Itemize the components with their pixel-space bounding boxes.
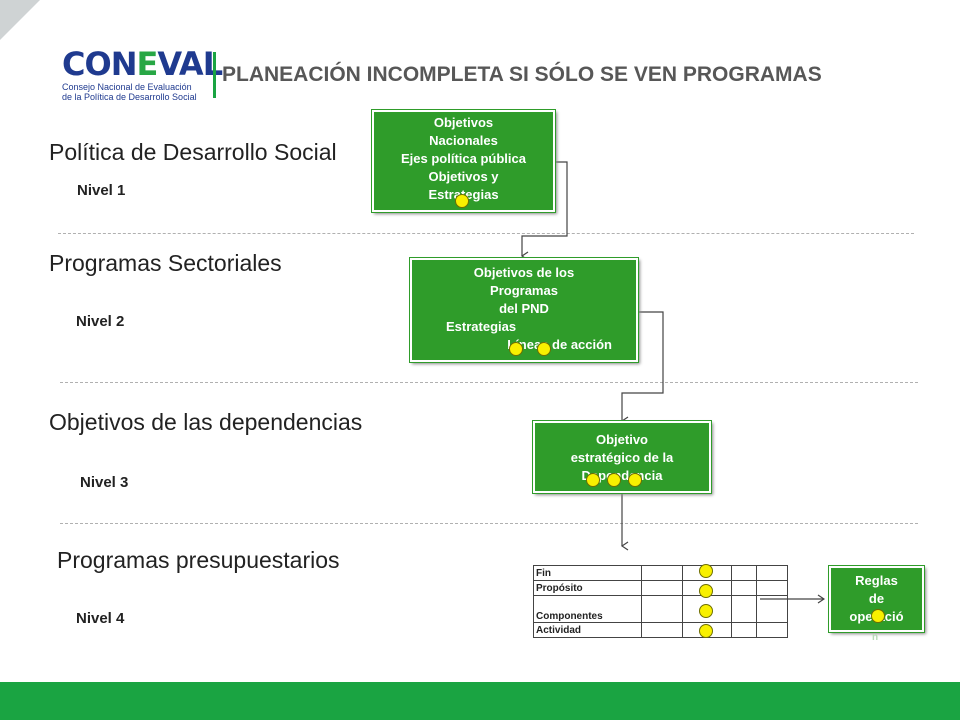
- connector-1-2: [522, 161, 568, 256]
- mir-table: Fin Propósito Componentes Actividad: [533, 565, 788, 638]
- footer-bar: [0, 682, 960, 720]
- slide-title: PLANEACIÓN INCOMPLETA SI SÓLO SE VEN PRO…: [222, 63, 822, 86]
- row-label: Fin: [533, 565, 642, 581]
- divider-1: [58, 233, 914, 234]
- row-label: Actividad: [533, 622, 642, 638]
- box-objetivos-programas: Objetivos de los Programas del PND Estra…: [409, 257, 639, 363]
- row-label: Componentes: [533, 595, 642, 623]
- nivel-2-label: Nivel 2: [76, 313, 125, 330]
- nivel-1-label: Nivel 1: [77, 182, 126, 199]
- marker-dot: [607, 473, 621, 487]
- section-politica: Política de Desarrollo Social: [49, 139, 337, 165]
- title-divider: [213, 52, 216, 98]
- nivel-4-label: Nivel 4: [76, 610, 125, 627]
- marker-dot: [871, 609, 885, 623]
- table-row: Fin: [533, 565, 788, 581]
- table-row: Propósito: [533, 580, 788, 596]
- marker-dot: [628, 473, 642, 487]
- logo-subtitle: Consejo Nacional de Evaluación de la Pol…: [62, 82, 197, 102]
- marker-dot: [699, 624, 713, 638]
- marker-dot: [455, 194, 469, 208]
- section-presupuestarios: Programas presupuestarios: [57, 547, 340, 573]
- marker-dot: [586, 473, 600, 487]
- table-row: Actividad: [533, 622, 788, 638]
- table-row: Componentes: [533, 595, 788, 623]
- marker-dot: [699, 604, 713, 618]
- marker-dot: [537, 342, 551, 356]
- divider-3: [60, 523, 918, 524]
- logo: CONEVAL: [62, 45, 223, 83]
- row-label: Propósito: [533, 580, 642, 596]
- divider-2: [60, 382, 918, 383]
- nivel-3-label: Nivel 3: [80, 474, 129, 491]
- marker-dot: [509, 342, 523, 356]
- marker-dot: [699, 564, 713, 578]
- marker-dot: [699, 584, 713, 598]
- connector-2-3: [622, 311, 664, 421]
- section-dependencias: Objetivos de las dependencias: [49, 409, 363, 435]
- reglas-overflow-text: n: [872, 632, 879, 643]
- section-sectoriales: Programas Sectoriales: [49, 250, 282, 276]
